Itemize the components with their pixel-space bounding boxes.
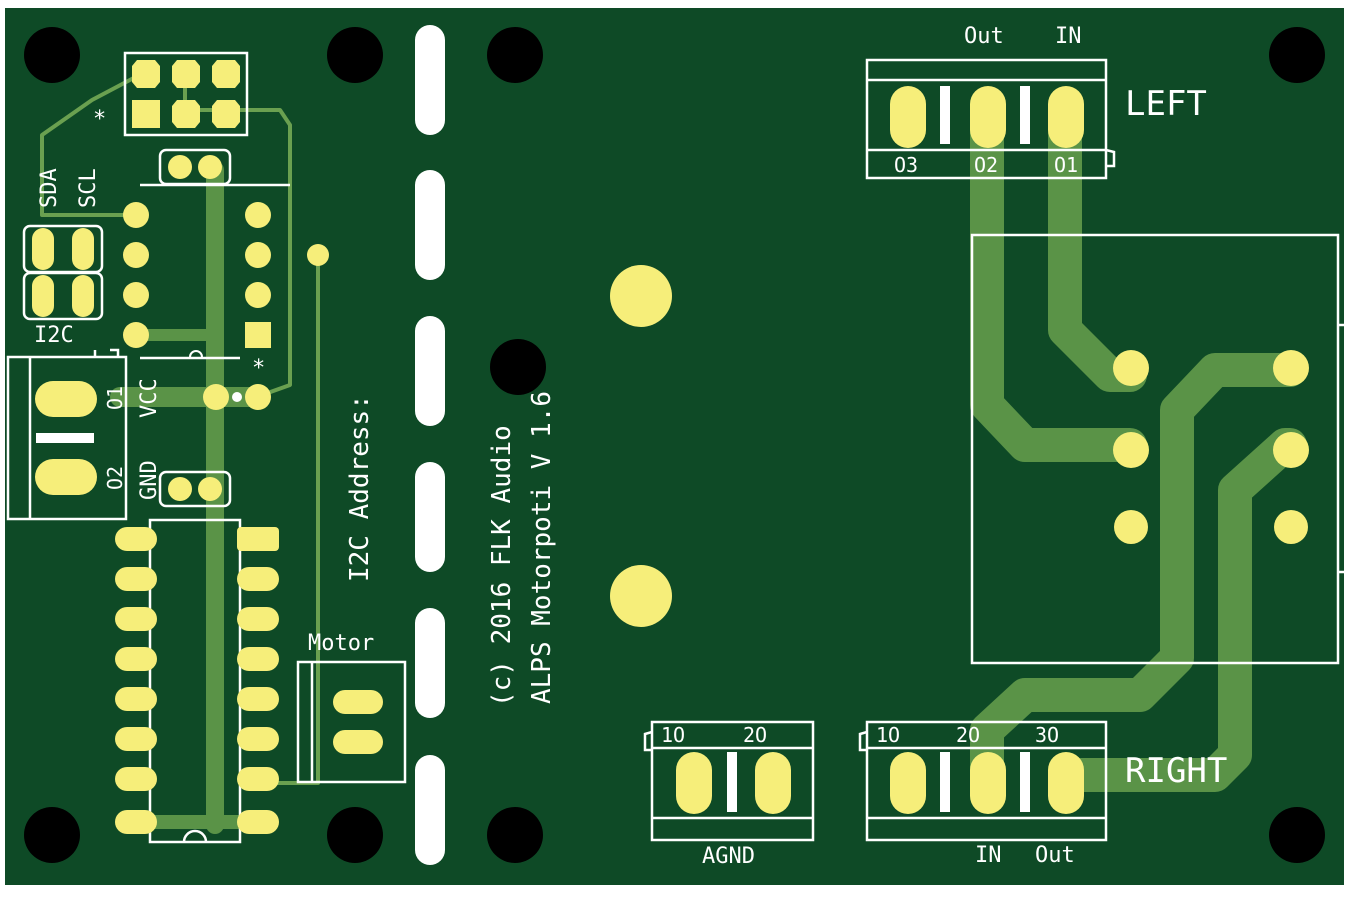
header-star-marker: * [93, 107, 106, 132]
right-label: RIGHT [1125, 751, 1227, 791]
mounting-hole [24, 27, 80, 83]
left-pin-o1: O1 [1054, 153, 1078, 177]
copyright-text: (c) 2016 FLK Audio [487, 425, 517, 707]
connector-bars [36, 86, 1030, 812]
agnd-pin-2: 2O [743, 723, 767, 747]
mounting-hole [1269, 27, 1325, 83]
chip-star-marker: * [252, 356, 265, 381]
mounting-hole [1269, 807, 1325, 863]
left-label: LEFT [1125, 84, 1207, 124]
left-in-label: IN [1055, 24, 1082, 49]
right-pin-3: 3O [1035, 723, 1059, 747]
mounting-hole [327, 807, 383, 863]
product-text: ALPS Motorpoti V 1.6 [527, 391, 557, 704]
vcc-label: VCC [137, 378, 162, 418]
motor-label: Motor [308, 631, 374, 656]
agnd-label: AGND [702, 844, 755, 869]
center-hole [490, 339, 546, 395]
right-pin-1: 1O [876, 723, 900, 747]
header-pads [132, 60, 240, 128]
right-in-label: IN [975, 843, 1002, 868]
mounting-hole [24, 807, 80, 863]
dip16-pads [115, 527, 279, 834]
left-pin-o2: O2 [974, 153, 998, 177]
mounting-hole [327, 27, 383, 83]
left-pin-o3: O3 [894, 153, 918, 177]
sda-label: SDA [37, 168, 62, 208]
pin-o1-label: O1 [103, 386, 127, 410]
scl-label: SCL [76, 168, 101, 208]
pads [32, 60, 1309, 834]
silkscreen-text: * * SDA SCL I2C O1 O2 VCC GND I2C Addres… [34, 24, 1227, 869]
mounting-hole [487, 27, 543, 83]
mounting-holes [24, 27, 1325, 863]
silkscreen-outlines [6, 51, 1346, 844]
pin-o2-label: O2 [103, 466, 127, 490]
right-out-label: Out [1035, 843, 1075, 868]
mounting-hole [487, 807, 543, 863]
i2c-address-label: I2C Address: [345, 394, 375, 582]
left-out-label: Out [964, 24, 1004, 49]
dip-notch [182, 829, 208, 843]
right-pin-2: 2O [956, 723, 980, 747]
silk-dot [232, 392, 242, 402]
i2c-label: I2C [34, 323, 74, 348]
gnd-label: GND [137, 460, 162, 500]
breakaway-slots [415, 25, 445, 865]
agnd-pin-1: 1O [661, 723, 685, 747]
